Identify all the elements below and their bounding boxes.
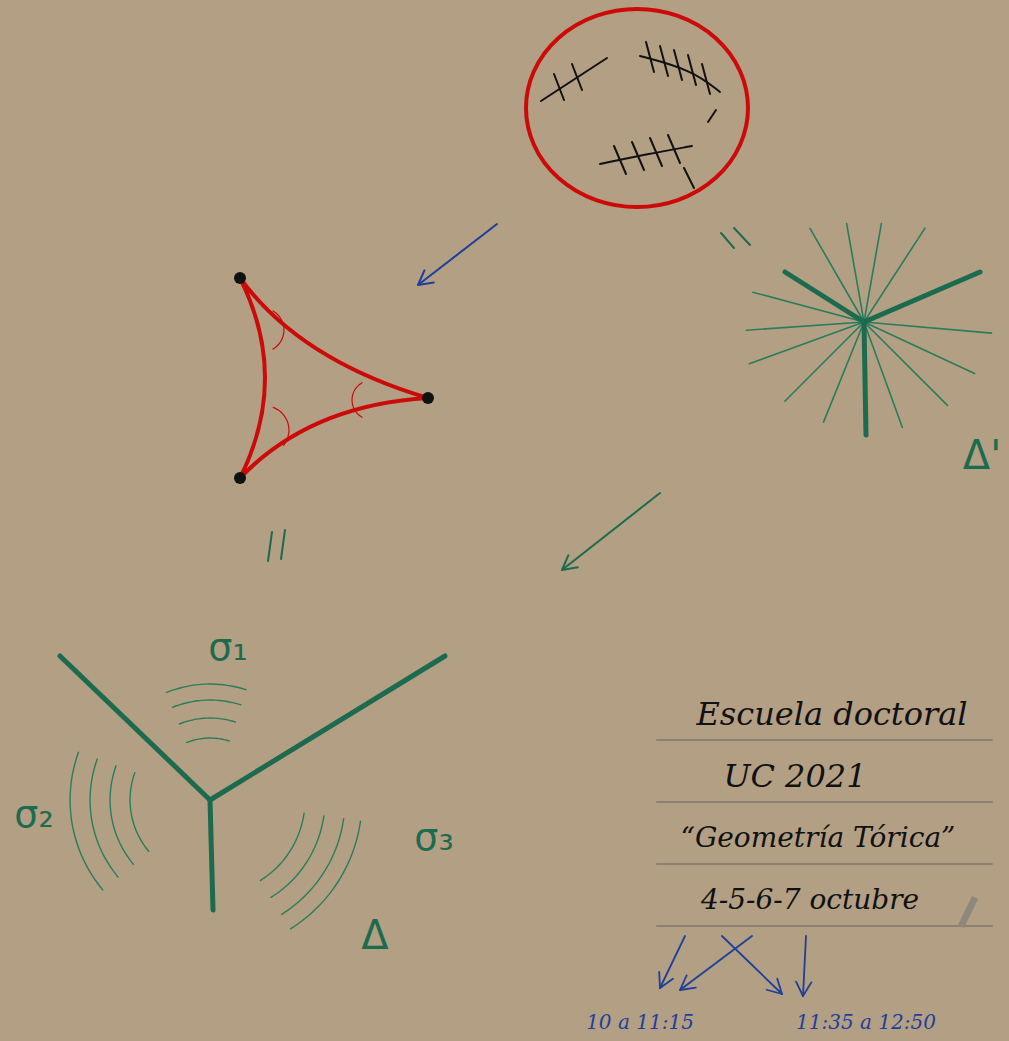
thin-ray <box>847 224 864 322</box>
schedule-arrow-head <box>767 979 782 994</box>
hatch-tick <box>702 64 710 94</box>
hatch-tick <box>554 74 564 100</box>
schedule-arrow-head <box>796 982 811 996</box>
time-text: 10 a 11:15 <box>586 1011 694 1034</box>
schedule-arrow <box>722 936 782 994</box>
hatch-tick <box>684 168 694 188</box>
map-arrow <box>418 224 497 285</box>
sigma-hatch <box>70 752 103 890</box>
hatch-tick <box>646 42 654 72</box>
vertex-dot <box>234 272 246 284</box>
angle-mark <box>273 407 289 445</box>
schedule-arrow-head <box>659 972 673 988</box>
map-arrow-head <box>418 270 434 285</box>
note-text: Escuela doctoral <box>696 696 967 733</box>
cone-ray <box>864 322 866 435</box>
schedule-arrow <box>803 936 806 996</box>
rule-line <box>657 739 992 741</box>
sigma-hatch <box>282 819 344 915</box>
cone-ray <box>864 272 980 322</box>
equals-sign <box>281 530 285 559</box>
vertex-dot <box>422 392 434 404</box>
note-text: UC 2021 <box>723 758 866 795</box>
thin-ray <box>746 322 864 330</box>
fan-label: Δ <box>361 912 388 958</box>
note-text: 4-5-6-7 octubre <box>701 884 919 916</box>
rule-line <box>657 863 992 865</box>
equals-sign <box>721 233 734 248</box>
red-circle <box>526 9 748 207</box>
schedule-arrow <box>660 936 685 988</box>
hatch-tick <box>660 46 668 76</box>
sigma-hatch <box>110 766 133 864</box>
hatch-tick <box>674 50 682 80</box>
sigma-hatch <box>291 821 361 929</box>
vertex-dot <box>234 472 246 484</box>
cone-ray <box>60 656 210 800</box>
cone-ray <box>785 272 864 322</box>
hatch-tick <box>572 64 582 90</box>
angle-mark <box>273 311 284 349</box>
sigma-hatch <box>90 759 118 877</box>
sigma-hatch <box>260 813 304 880</box>
cone-ray <box>210 800 213 910</box>
map-arrow <box>562 493 660 570</box>
sigma-hatch <box>271 816 324 898</box>
hatch-tick <box>650 138 662 166</box>
hatch-tick <box>632 142 644 170</box>
equals-sign <box>734 228 750 245</box>
equals-sign <box>268 532 272 561</box>
angle-mark <box>352 383 362 418</box>
schedule-arrow <box>680 936 752 990</box>
hatch-tick <box>668 135 680 163</box>
thin-ray <box>785 322 864 401</box>
map-arrow-head <box>562 555 578 570</box>
thin-ray <box>824 322 864 422</box>
thin-ray <box>753 292 864 322</box>
hatch-tick <box>614 146 626 174</box>
cone-label: σ₃ <box>414 816 453 860</box>
hatch-line <box>541 58 607 101</box>
rule-line <box>657 801 992 803</box>
cone-label: σ₂ <box>14 793 53 837</box>
thin-ray <box>864 322 902 427</box>
fan-label: Δ' <box>963 432 1001 478</box>
sigma-hatch <box>167 684 246 692</box>
thin-ray <box>864 322 947 405</box>
curved-triangle <box>240 278 428 478</box>
hatch-tick <box>688 55 696 85</box>
cone-label: σ₁ <box>208 626 247 670</box>
sigma-hatch <box>173 700 241 707</box>
time-text: 11:35 a 12:50 <box>796 1011 936 1034</box>
note-text: “Geometría Tórica” <box>681 822 956 854</box>
pencil-icon <box>958 896 978 928</box>
sigma-hatch <box>187 738 229 742</box>
sigma-hatch <box>179 718 235 724</box>
hatch-tick <box>708 110 716 122</box>
sigma-hatch <box>130 773 149 852</box>
cone-ray <box>210 656 445 800</box>
schedule-arrow-head <box>680 975 696 990</box>
rule-line <box>657 925 992 927</box>
